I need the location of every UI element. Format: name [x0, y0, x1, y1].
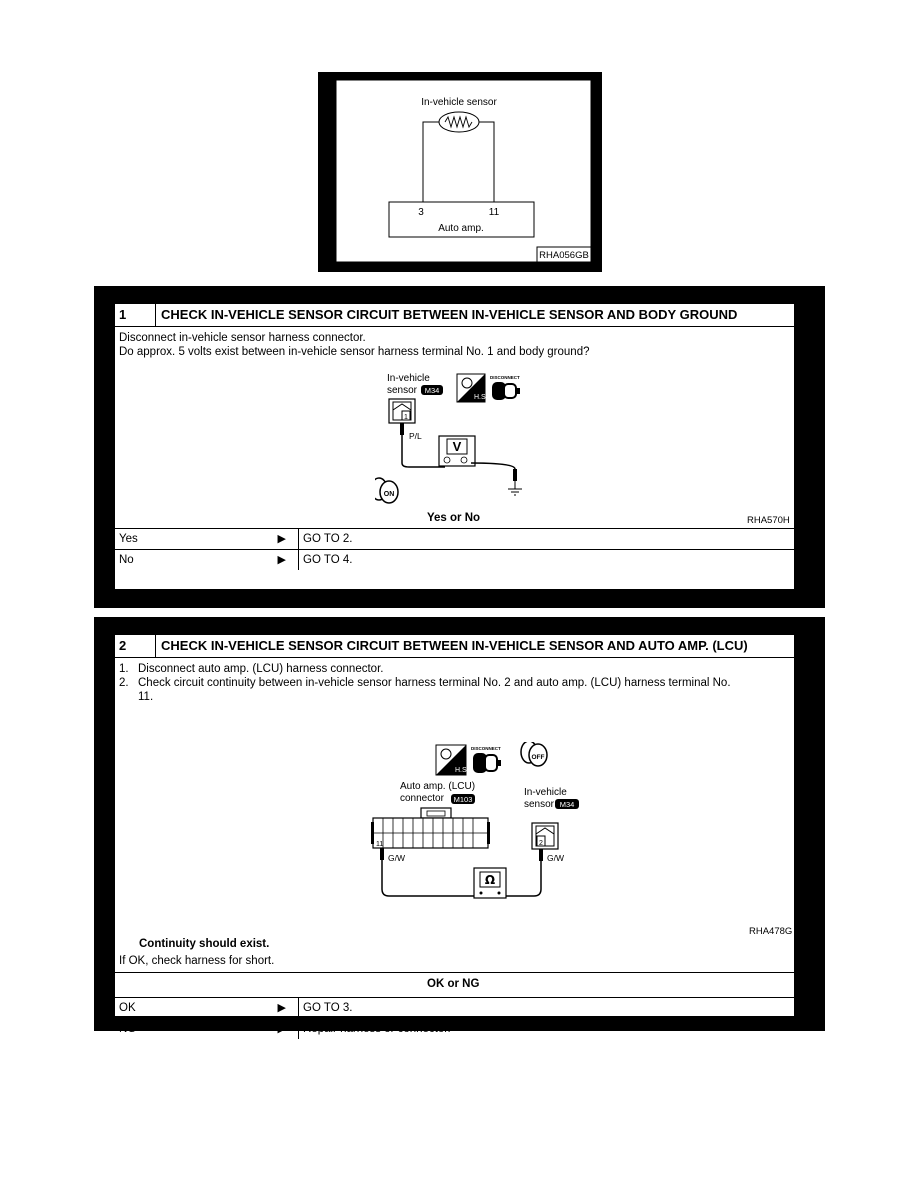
arrow-icon: ▶ — [277, 554, 286, 566]
amp-connector-id: M103 — [454, 795, 473, 804]
sensor-connector-badge — [555, 799, 579, 809]
answer-ok-label: OK — [119, 1002, 136, 1014]
sensor-label-line-2: sensor — [524, 799, 555, 810]
step-2-panel: 2 CHECK IN-VEHICLE SENSOR CIRCUIT BETWEE… — [94, 617, 825, 1039]
schematic-sensor-label: In-vehicle sensor — [421, 97, 497, 108]
answer-row-no: No ▶ GO TO 4. — [115, 550, 794, 570]
hs-icon: H.S. — [456, 373, 488, 403]
step-1-voltage-diagram: In-vehicle sensor M34 H.S. DISCONNECT — [375, 373, 522, 504]
answer-row-yes: Yes ▶ GO TO 2. — [115, 529, 794, 550]
terminal-number: 1 — [404, 414, 408, 421]
disconnect-icon: DISCONNECT — [471, 746, 501, 773]
answer-yes-label: Yes — [119, 533, 138, 545]
ignition-off-icon: OFF — [520, 742, 548, 767]
voltmeter-symbol: V — [453, 439, 462, 454]
amp-connector-badge — [451, 794, 475, 804]
sensor-label-line-2: sensor — [387, 385, 418, 396]
step-1-answer-rows: Yes ▶ GO TO 2. No ▶ GO TO 4. — [115, 529, 794, 570]
step-1-number: 1 — [115, 304, 156, 326]
step-2-note: If OK, check harness for short. — [119, 955, 275, 967]
ohmmeter-symbol: Ω — [485, 873, 495, 887]
connector-id-badge — [421, 385, 443, 395]
answer-no-label: No — [119, 554, 134, 566]
probe-left — [380, 848, 384, 860]
answer-ng-action: Repair harness or connector. — [303, 1023, 451, 1035]
step-2-question-row: OK or NG — [115, 973, 794, 998]
connector-id: M34 — [425, 386, 440, 395]
probe — [400, 423, 404, 435]
sensor-label-line-1: In-vehicle — [387, 373, 430, 384]
step-2-title: CHECK IN-VEHICLE SENSOR CIRCUIT BETWEEN … — [161, 638, 748, 653]
svg-text:H.S.: H.S. — [455, 767, 469, 774]
step-1-figure-code: RHA570H — [747, 515, 790, 526]
instruction-item-continued: 11. — [138, 691, 154, 703]
amp-label-line-2: connector — [400, 793, 445, 804]
wire-terminal-11 — [479, 121, 495, 202]
sensor-terminal-number: 2 — [539, 840, 543, 847]
wire-color-label: P/L — [409, 431, 422, 441]
answer-row-ng: NG ▶ Repair harness or connector. — [115, 1019, 794, 1039]
instruction-item: 1.Disconnect auto amp. (LCU) harness con… — [119, 663, 384, 675]
svg-text:DISCONNECT: DISCONNECT — [471, 746, 501, 751]
step-2-question-label: OK or NG — [427, 978, 480, 990]
ignition-on-icon: ON — [375, 477, 399, 504]
step-1-question-label: Yes or No — [427, 512, 481, 524]
step-2-header: 2 CHECK IN-VEHICLE SENSOR CIRCUIT BETWEE… — [115, 635, 794, 658]
step-2-figure-code: RHA478G — [749, 926, 793, 937]
step-1-table: 1 CHECK IN-VEHICLE SENSOR CIRCUIT BETWEE… — [114, 303, 795, 590]
svg-text:OFF: OFF — [532, 754, 545, 761]
answer-no-action: GO TO 4. — [303, 554, 353, 566]
disconnect-icon: DISCONNECT — [490, 375, 520, 400]
svg-text:DISCONNECT: DISCONNECT — [490, 375, 520, 380]
wire-color-right: G/W — [547, 853, 564, 863]
wire-terminal-3 — [422, 121, 439, 202]
svg-text:H.S.: H.S. — [474, 394, 488, 401]
amp-terminal-number: 11 — [376, 841, 383, 848]
amp-connector — [371, 807, 490, 849]
schematic-drawing: In-vehicle sensor 3 11 Auto amp. RHA056G… — [335, 79, 592, 263]
schematic-figure: In-vehicle sensor 3 11 Auto amp. RHA056G… — [318, 72, 602, 272]
sensor-label-line-1: In-vehicle — [524, 787, 567, 798]
wire-color-left: G/W — [388, 853, 405, 863]
step-1-header: 1 CHECK IN-VEHICLE SENSOR CIRCUIT BETWEE… — [115, 304, 794, 327]
step-2-table: 2 CHECK IN-VEHICLE SENSOR CIRCUIT BETWEE… — [114, 634, 795, 1039]
answer-ok-action: GO TO 3. — [303, 1002, 353, 1014]
step-2-continuity-diagram: H.S. DISCONNECT OFF Auto amp. (LCU) c — [371, 742, 579, 899]
sensor-connector — [531, 822, 559, 850]
probe-right — [539, 849, 543, 861]
instruction-item: 2.Check circuit continuity between in-ve… — [119, 677, 731, 689]
answer-row-ok: OK ▶ GO TO 3. — [115, 998, 794, 1019]
step-1-body: Disconnect in-vehicle sensor harness con… — [115, 327, 794, 529]
auto-amp-label: Auto amp. — [438, 223, 484, 234]
terminal-11-label: 11 — [489, 207, 500, 218]
step-1-panel: 1 CHECK IN-VEHICLE SENSOR CIRCUIT BETWEE… — [94, 286, 825, 608]
sensor-connector-id: M34 — [560, 800, 575, 809]
step-1-question-text: Do approx. 5 volts exist between in-vehi… — [119, 346, 590, 358]
step-2-answer-rows: OK ▶ GO TO 3. NG ▶ Repair harness or conne… — [115, 998, 794, 1039]
auto-amp-box — [388, 201, 535, 238]
step-2-body: 1.Disconnect auto amp. (LCU) harness con… — [115, 658, 794, 973]
hs-icon: H.S. — [435, 744, 469, 776]
arrow-icon: ▶ — [277, 533, 286, 545]
ground-symbol — [508, 488, 522, 496]
amp-label-line-1: Auto amp. (LCU) — [400, 781, 475, 792]
schematic-figure-code: RHA056GB — [539, 250, 589, 261]
answer-ng-label: NG — [119, 1023, 137, 1035]
step-2-result: Continuity should exist. — [139, 938, 270, 950]
step-1-instruction: Disconnect in-vehicle sensor harness con… — [119, 332, 366, 344]
answer-yes-action: GO TO 2. — [303, 533, 353, 545]
svg-text:ON: ON — [384, 491, 395, 498]
resistor-zigzag — [444, 115, 473, 129]
arrow-icon: ▶ — [277, 1002, 286, 1014]
step-1-title: CHECK IN-VEHICLE SENSOR CIRCUIT BETWEEN … — [161, 307, 738, 322]
step-2-number: 2 — [115, 635, 156, 657]
terminal-3-label: 3 — [418, 207, 424, 218]
arrow-icon: ▶ — [277, 1023, 286, 1035]
step-2-instructions: 1.Disconnect auto amp. (LCU) harness con… — [119, 662, 731, 704]
